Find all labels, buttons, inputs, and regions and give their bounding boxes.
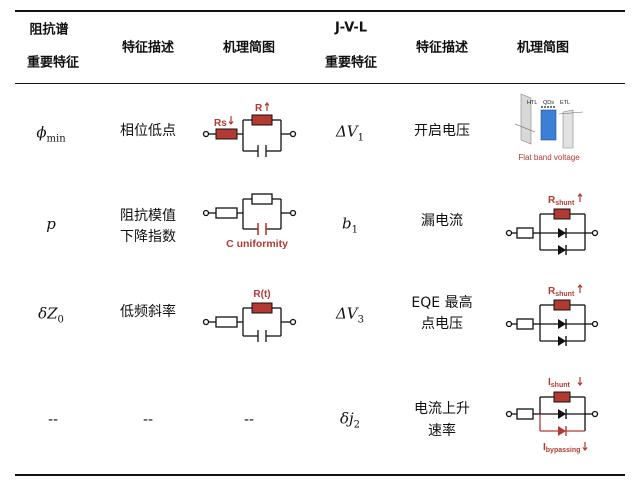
jvl-feature-dj2: δj2 (339, 409, 361, 431)
header-rule (15, 83, 625, 84)
imp-feature-phimin: ϕmin (36, 123, 66, 145)
jvl-desc-leakage: 漏电流 (421, 213, 463, 229)
header-col4-line1: J-V-L (334, 20, 368, 36)
svg-text:Ibypassing: Ibypassing (543, 442, 580, 454)
jvl-feature-dv1: ΔV1 (335, 122, 365, 144)
header-col5: 特征描述 (415, 40, 469, 56)
jvl-desc-eqe-line2: 点电压 (421, 316, 463, 332)
c-uniformity-label: C uniformity (226, 238, 288, 250)
header-col1-line1: 阻抗谱 (29, 22, 69, 38)
bottom-rule (15, 474, 625, 476)
header-col4-line2: 重要特征 (324, 55, 378, 71)
imp-circuit-rt: R(t) (202, 289, 297, 342)
svg-text:ETL: ETL (560, 100, 570, 106)
header-col2: 特征描述 (121, 40, 175, 56)
svg-text:HTL: HTL (527, 100, 537, 106)
jvl-circuit-rshunt-1: Rshunt (505, 193, 599, 255)
flat-band-label: Flat band voltage (518, 153, 580, 162)
rs-resistor (215, 128, 238, 140)
svg-text:Rshunt: Rshunt (548, 286, 575, 298)
imp-desc-line1: 阻抗模值 (120, 208, 176, 224)
svg-text:QDs: QDs (543, 100, 554, 106)
jvl-circuit-bypassing: Ishunt Ibypassing (505, 377, 599, 454)
imp-fig-none: -- (243, 412, 255, 428)
header-col3: 机理简图 (222, 40, 276, 56)
jvl-desc-current-line2: 速率 (428, 423, 456, 439)
top-rule (15, 10, 625, 12)
header-col1-line2: 重要特征 (26, 55, 80, 71)
imp-desc-phase-low: 相位低点 (120, 123, 176, 139)
jvl-feature-b1: b1 (342, 214, 358, 236)
r-resistor (251, 114, 273, 126)
svg-text:Rshunt: Rshunt (548, 195, 575, 207)
jvl-desc-eqe-line1: EQE 最高 (411, 295, 473, 311)
rt-label: R(t) (253, 289, 270, 300)
r-label: R (255, 103, 263, 114)
imp-desc-none: -- (142, 412, 154, 428)
jvl-circuit-rshunt-2: Rshunt (505, 284, 599, 346)
jvl-desc-current-line1: 电流上升 (414, 401, 470, 417)
imp-desc-line2: 下降指数 (120, 229, 176, 245)
imp-feature-p: p (46, 215, 56, 233)
imp-circuit-c-uniformity: C uniformity (202, 193, 297, 250)
jvl-feature-dv3: ΔV3 (335, 304, 365, 326)
imp-feature-none: -- (47, 412, 59, 428)
jvl-desc-turn-on-voltage: 开启电压 (414, 123, 470, 139)
svg-text:Ishunt: Ishunt (548, 377, 571, 389)
imp-desc-low-freq-slope: 低频斜率 (120, 304, 176, 320)
header-col6: 机理简图 (516, 40, 570, 56)
imp-feature-dz0: δZ0 (38, 304, 64, 326)
rs-label: Rs (214, 118, 227, 129)
band-diagram: HTL QDs ETL Flat band voltage (514, 93, 584, 162)
imp-circuit-rs-r: Rs R (202, 102, 297, 157)
